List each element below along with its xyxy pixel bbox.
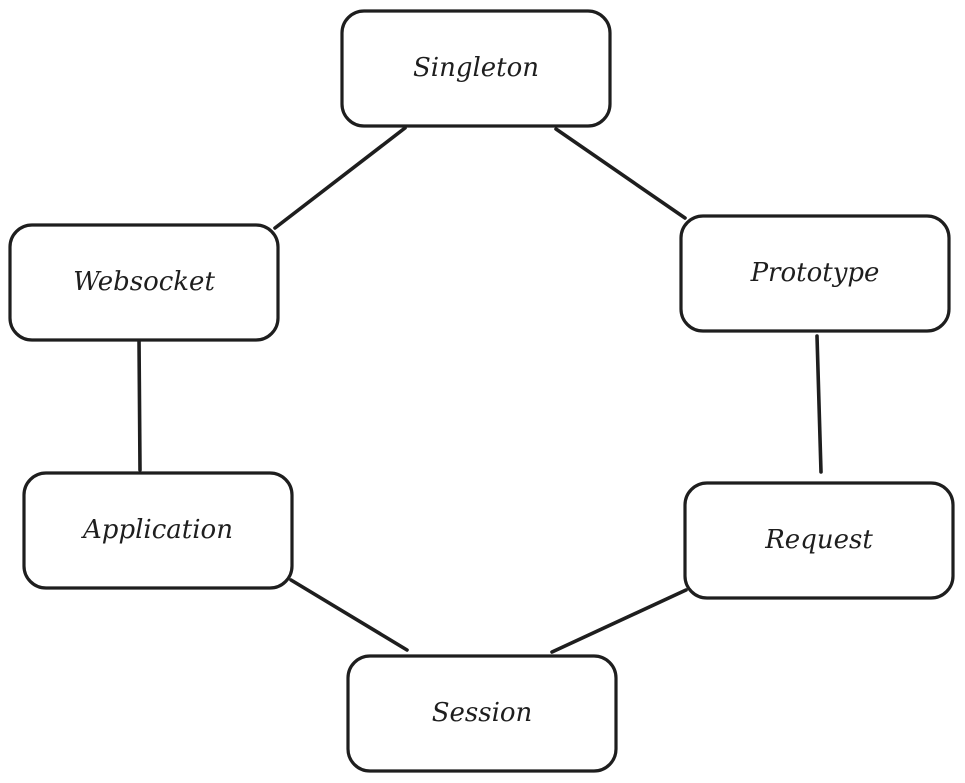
node-box	[8, 223, 280, 342]
edges	[137, 126, 823, 654]
edge-request-session	[550, 588, 688, 654]
node-label: Prototype	[750, 258, 880, 288]
edge-singleton-websocket	[273, 126, 407, 230]
node-label: Application	[81, 515, 233, 545]
node-box	[683, 481, 955, 600]
edge-websocket-application	[137, 336, 142, 472]
edge-application-session	[289, 578, 409, 652]
node-label: Request	[764, 525, 873, 555]
node-label: Websocket	[73, 267, 215, 297]
node-label: Session	[432, 698, 533, 728]
node-box	[346, 654, 618, 773]
node-box	[340, 9, 612, 128]
edge-singleton-prototype	[554, 127, 687, 220]
node-session[interactable]: Session	[346, 654, 618, 773]
node-label: Singleton	[413, 53, 539, 83]
node-prototype[interactable]: Prototype	[679, 214, 951, 333]
node-box	[22, 471, 294, 590]
node-application[interactable]: Application	[22, 471, 294, 590]
node-websocket[interactable]: Websocket	[8, 223, 280, 342]
node-request[interactable]: Request	[683, 481, 955, 600]
edge-prototype-request	[815, 334, 823, 474]
node-singleton[interactable]: Singleton	[340, 9, 612, 128]
node-box	[679, 214, 951, 333]
